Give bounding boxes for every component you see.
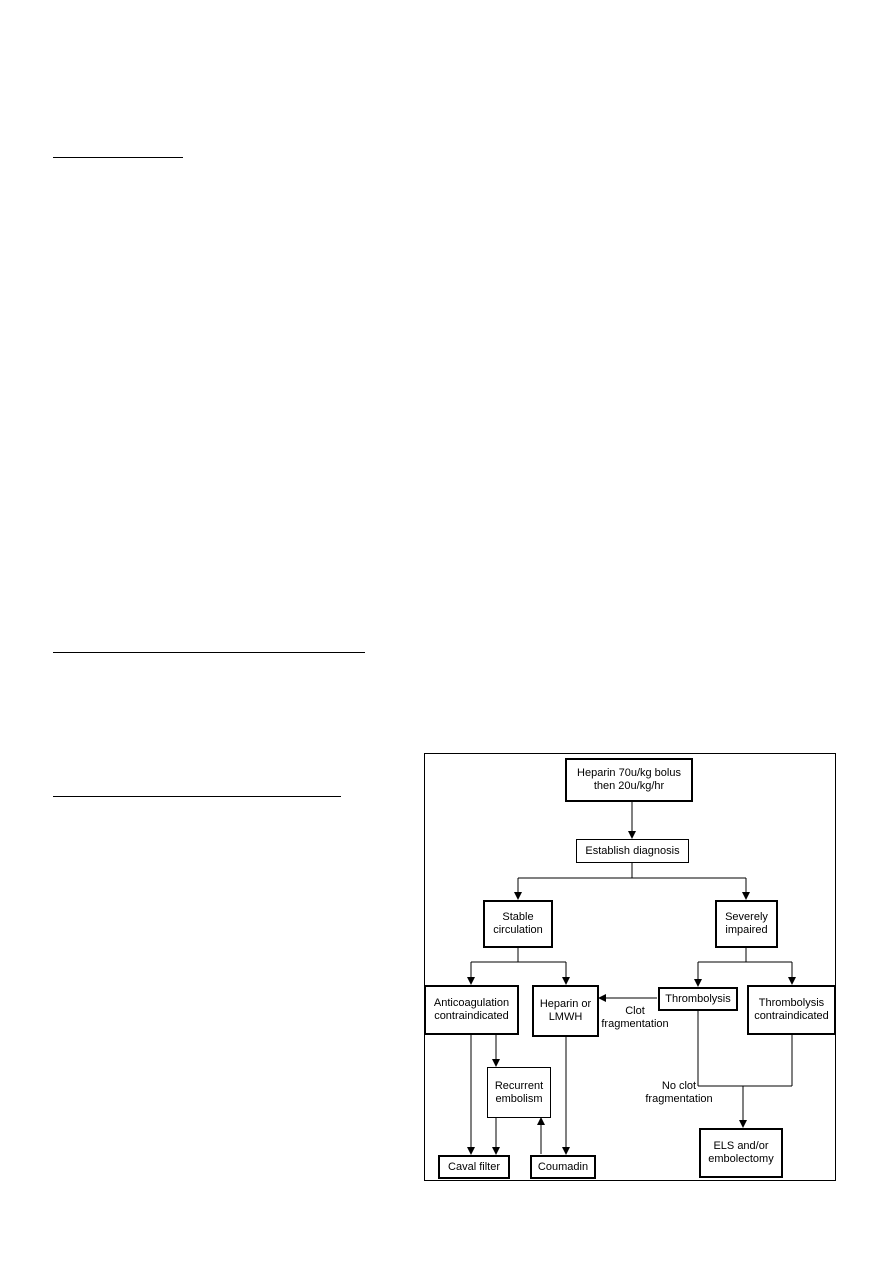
node-heparin-bolus: Heparin 70u/kg bolus then 20u/kg/hr xyxy=(565,758,693,802)
node-thrombolysis-contraindicated: Thrombolysis contraindicated xyxy=(747,985,836,1035)
node-heparin-or-lmwh: Heparin or LMWH xyxy=(532,985,599,1037)
node-stable-circulation: Stable circulation xyxy=(483,900,553,948)
heading-underline-1 xyxy=(53,157,183,158)
node-coumadin: Coumadin xyxy=(530,1155,596,1179)
node-thrombolysis: Thrombolysis xyxy=(658,987,738,1011)
node-anticoagulation-contraindicated: Anticoagulation contraindicated xyxy=(424,985,519,1035)
node-establish-diagnosis: Establish diagnosis xyxy=(576,839,689,863)
node-severely-impaired: Severely impaired xyxy=(715,900,778,948)
label-clot-fragmentation: Clot fragmentation xyxy=(601,1005,669,1030)
flowchart-connectors xyxy=(467,802,796,1155)
heading-underline-3 xyxy=(53,796,341,797)
node-caval-filter: Caval filter xyxy=(438,1155,510,1179)
label-no-clot-fragmentation: No clot fragmentation xyxy=(645,1080,713,1105)
node-recurrent-embolism: Recurrent embolism xyxy=(487,1067,551,1118)
heading-underline-2 xyxy=(53,652,365,653)
pe-management-flowchart: Heparin 70u/kg bolus then 20u/kg/hr Esta… xyxy=(424,753,836,1181)
node-els-embolectomy: ELS and/or embolectomy xyxy=(699,1128,783,1178)
